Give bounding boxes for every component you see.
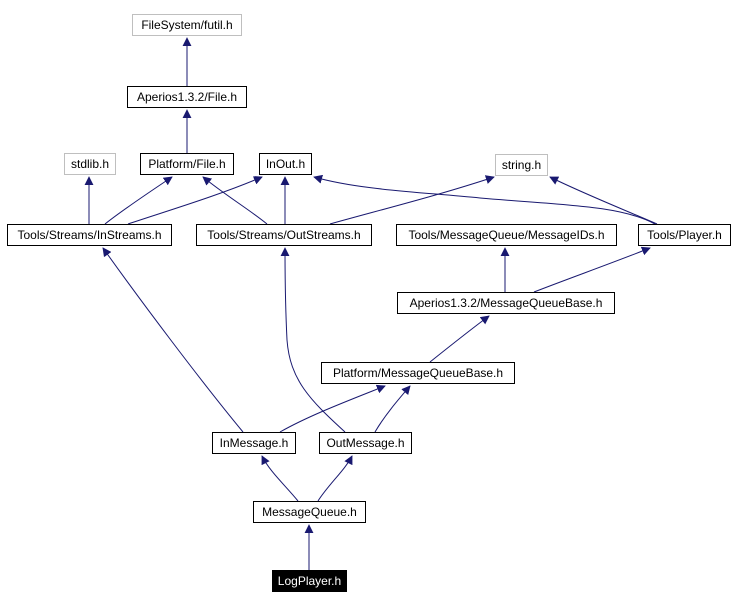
edge-inStreams-to-inout xyxy=(127,176,263,225)
node-stdlib: stdlib.h xyxy=(64,153,116,175)
node-inout[interactable]: InOut.h xyxy=(259,153,312,175)
edge-messageQueue-to-inMessage xyxy=(261,455,299,502)
edge-outMessage-to-outStreams xyxy=(280,247,346,433)
edge-aperiosMQB-to-player xyxy=(533,246,651,293)
node-futil: FileSystem/futil.h xyxy=(132,14,242,36)
node-messageQueue[interactable]: MessageQueue.h xyxy=(253,501,366,523)
edge-inStreams-to-platformFile xyxy=(104,176,173,225)
edge-player-to-inout xyxy=(313,174,656,225)
edge-inMessage-to-platformMQB xyxy=(279,384,386,433)
node-messageIDs[interactable]: Tools/MessageQueue/MessageIDs.h xyxy=(396,224,617,246)
edge-platformMQB-to-aperiosMQB xyxy=(429,315,490,363)
node-string: string.h xyxy=(495,154,548,176)
node-outStreams[interactable]: Tools/Streams/OutStreams.h xyxy=(196,224,372,246)
node-aperiosMQB[interactable]: Aperios1.3.2/MessageQueueBase.h xyxy=(397,292,615,314)
node-inMessage[interactable]: InMessage.h xyxy=(212,432,296,454)
node-platformMQB[interactable]: Platform/MessageQueueBase.h xyxy=(321,362,515,384)
node-player[interactable]: Tools/Player.h xyxy=(638,224,731,246)
edge-inMessage-to-inStreams xyxy=(102,247,244,433)
node-outMessage[interactable]: OutMessage.h xyxy=(319,432,412,454)
node-platformFile[interactable]: Platform/File.h xyxy=(140,153,234,175)
edge-messageQueue-to-outMessage xyxy=(317,455,353,502)
edge-player-to-string xyxy=(549,176,658,225)
edge-outStreams-to-platformFile xyxy=(202,176,268,225)
node-logPlayer: LogPlayer.h xyxy=(272,570,347,592)
edge-outMessage-to-platformMQB xyxy=(374,385,411,433)
node-inStreams[interactable]: Tools/Streams/InStreams.h xyxy=(7,224,172,246)
node-aperiosFile[interactable]: Aperios1.3.2/File.h xyxy=(127,86,247,108)
edge-outStreams-to-string xyxy=(329,175,495,225)
